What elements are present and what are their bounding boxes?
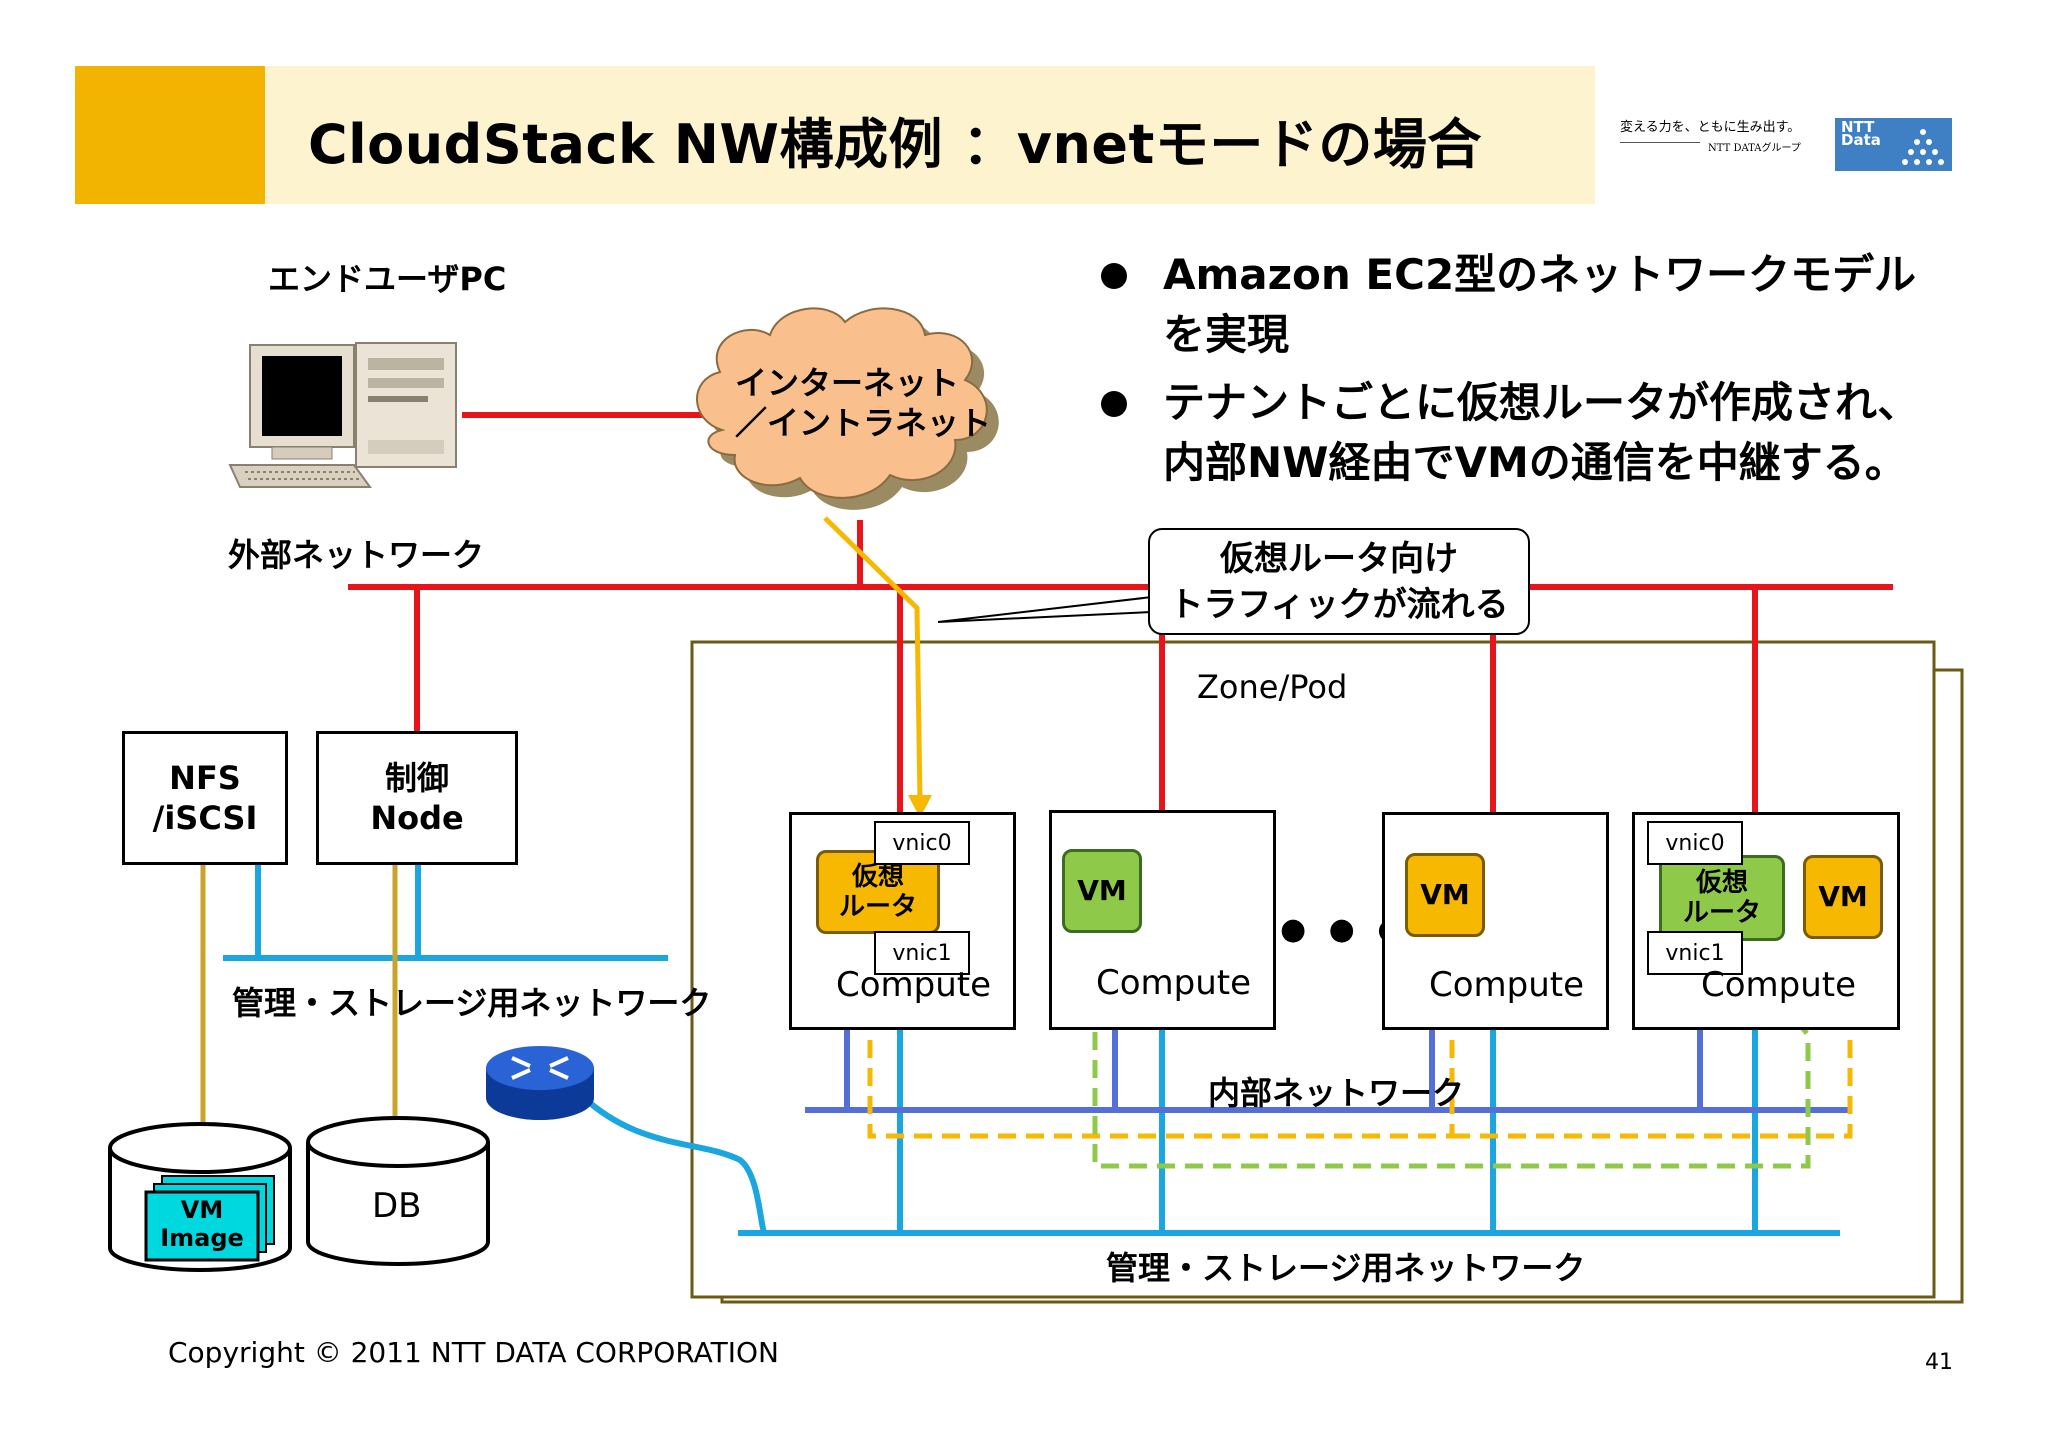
end-user-pc-label: エンドユーザPC [268,260,507,298]
router-label-line1: 仮想 [1695,868,1748,898]
compute-label: Compute [1096,963,1252,1003]
bullet-item: Amazon EC2型のネットワークモデルを実現 [1095,245,1955,365]
bullet-dot-icon [1101,263,1127,289]
virtual-router-4: 仮想ルータ [1659,855,1785,941]
mgmt-network-bottom-label: 管理・ストレージ用ネットワーク [1106,1249,1586,1287]
title-band [75,66,1595,204]
mgmt-network-left-label: 管理・ストレージ用ネットワーク [232,984,712,1022]
router-traffic-path [823,516,923,801]
vm-image-line2: Image [160,1224,244,1252]
internet-cloud-label: インターネット ／イントラネット [735,363,992,443]
control-node-box: 制御 Node [316,731,518,865]
bullet-dot-icon [1101,391,1127,417]
internet-label-line1: インターネット [735,364,960,402]
vnic1-box: vnic1 [1647,931,1743,975]
nfs-label: NFS [169,759,241,797]
router-label-line1: 仮想 [851,862,904,892]
compute-node-1: 仮想ルータ vnic0 vnic1 Compute [789,812,1016,1030]
bullet-text: テナントごとに仮想ルータが作成され、内部NW経由でVMの通信を中継する。 [1163,378,1920,487]
router-label-line2: ルータ [838,892,917,922]
compute-label: Compute [1429,965,1585,1005]
logo-tagline: 変える力を、ともに生み出す。 [1620,120,1801,135]
internet-cloud [696,307,999,510]
iscsi-label: /iSCSI [152,799,258,837]
db-label: DB [372,1186,422,1226]
external-network-label: 外部ネットワーク [228,536,485,574]
logo-group: NTT DATAグループ [1708,143,1801,154]
slide-title: CloudStack NW構成例 ：vnetモードの場合 [308,113,1482,176]
traffic-callout: 仮想ルータ向け トラフィックが流れる [1148,528,1530,635]
copyright-footer: Copyright © 2011 NTT DATA CORPORATION [168,1336,779,1369]
zone-pod-label: Zone/Pod [1197,668,1348,706]
bullet-text: Amazon EC2型のネットワークモデルを実現 [1163,250,1917,359]
page-number: 41 [1925,1350,1953,1375]
compute-node-3: VM Compute [1382,812,1609,1030]
logo-divider [1620,142,1700,143]
compute-node-4: 仮想ルータ vnic0 vnic1 VM Compute [1632,812,1900,1030]
green-vm-path [1092,920,1811,1169]
router-mgmt-link [579,1093,768,1236]
bullet-item: テナントごとに仮想ルータが作成され、内部NW経由でVMの通信を中継する。 [1095,373,1955,493]
control-label: 制御 [384,759,449,797]
compute-label: Compute [1701,965,1857,1005]
compute-label: Compute [836,965,992,1005]
vm-green-2: VM [1062,849,1142,933]
bullet-list: Amazon EC2型のネットワークモデルを実現 テナントごとに仮想ルータが作成… [1095,245,1955,501]
ntt-data-logo: NTT Data [1835,118,1952,171]
callout-line2: トラフィックが流れる [1169,585,1509,625]
traffic-arrowhead [908,795,932,818]
internet-label-line2: ／イントラネット [735,404,992,442]
db-storage-icon [306,1116,490,1266]
nfs-iscsi-box: NFS /iSCSI [122,731,288,865]
vnic0-box: vnic0 [874,821,970,865]
title-accent [75,66,265,204]
logo-mark: NTT Data [1841,118,1881,149]
vnic1-box: vnic1 [874,931,970,975]
node-label: Node [370,799,464,837]
callout-line1: 仮想ルータ向け [1220,539,1458,579]
logo-dots-icon [1902,129,1944,165]
vnic0-box: vnic0 [1647,821,1743,865]
compute-node-2: VM Compute [1049,810,1276,1030]
vm-image-line1: VM [180,1196,224,1224]
internal-network-label: 内部ネットワーク [1208,1074,1465,1112]
router-icon [486,1046,594,1120]
vm-orange-3: VM [1405,853,1485,937]
vm-orange-4: VM [1803,855,1883,939]
vm-image-storage-icon [108,1122,292,1272]
vm-image-label: VM Image [146,1196,258,1252]
router-label-line2: ルータ [1682,898,1761,928]
end-user-pc-icon [228,342,457,488]
callout-pointer [937,595,1153,623]
